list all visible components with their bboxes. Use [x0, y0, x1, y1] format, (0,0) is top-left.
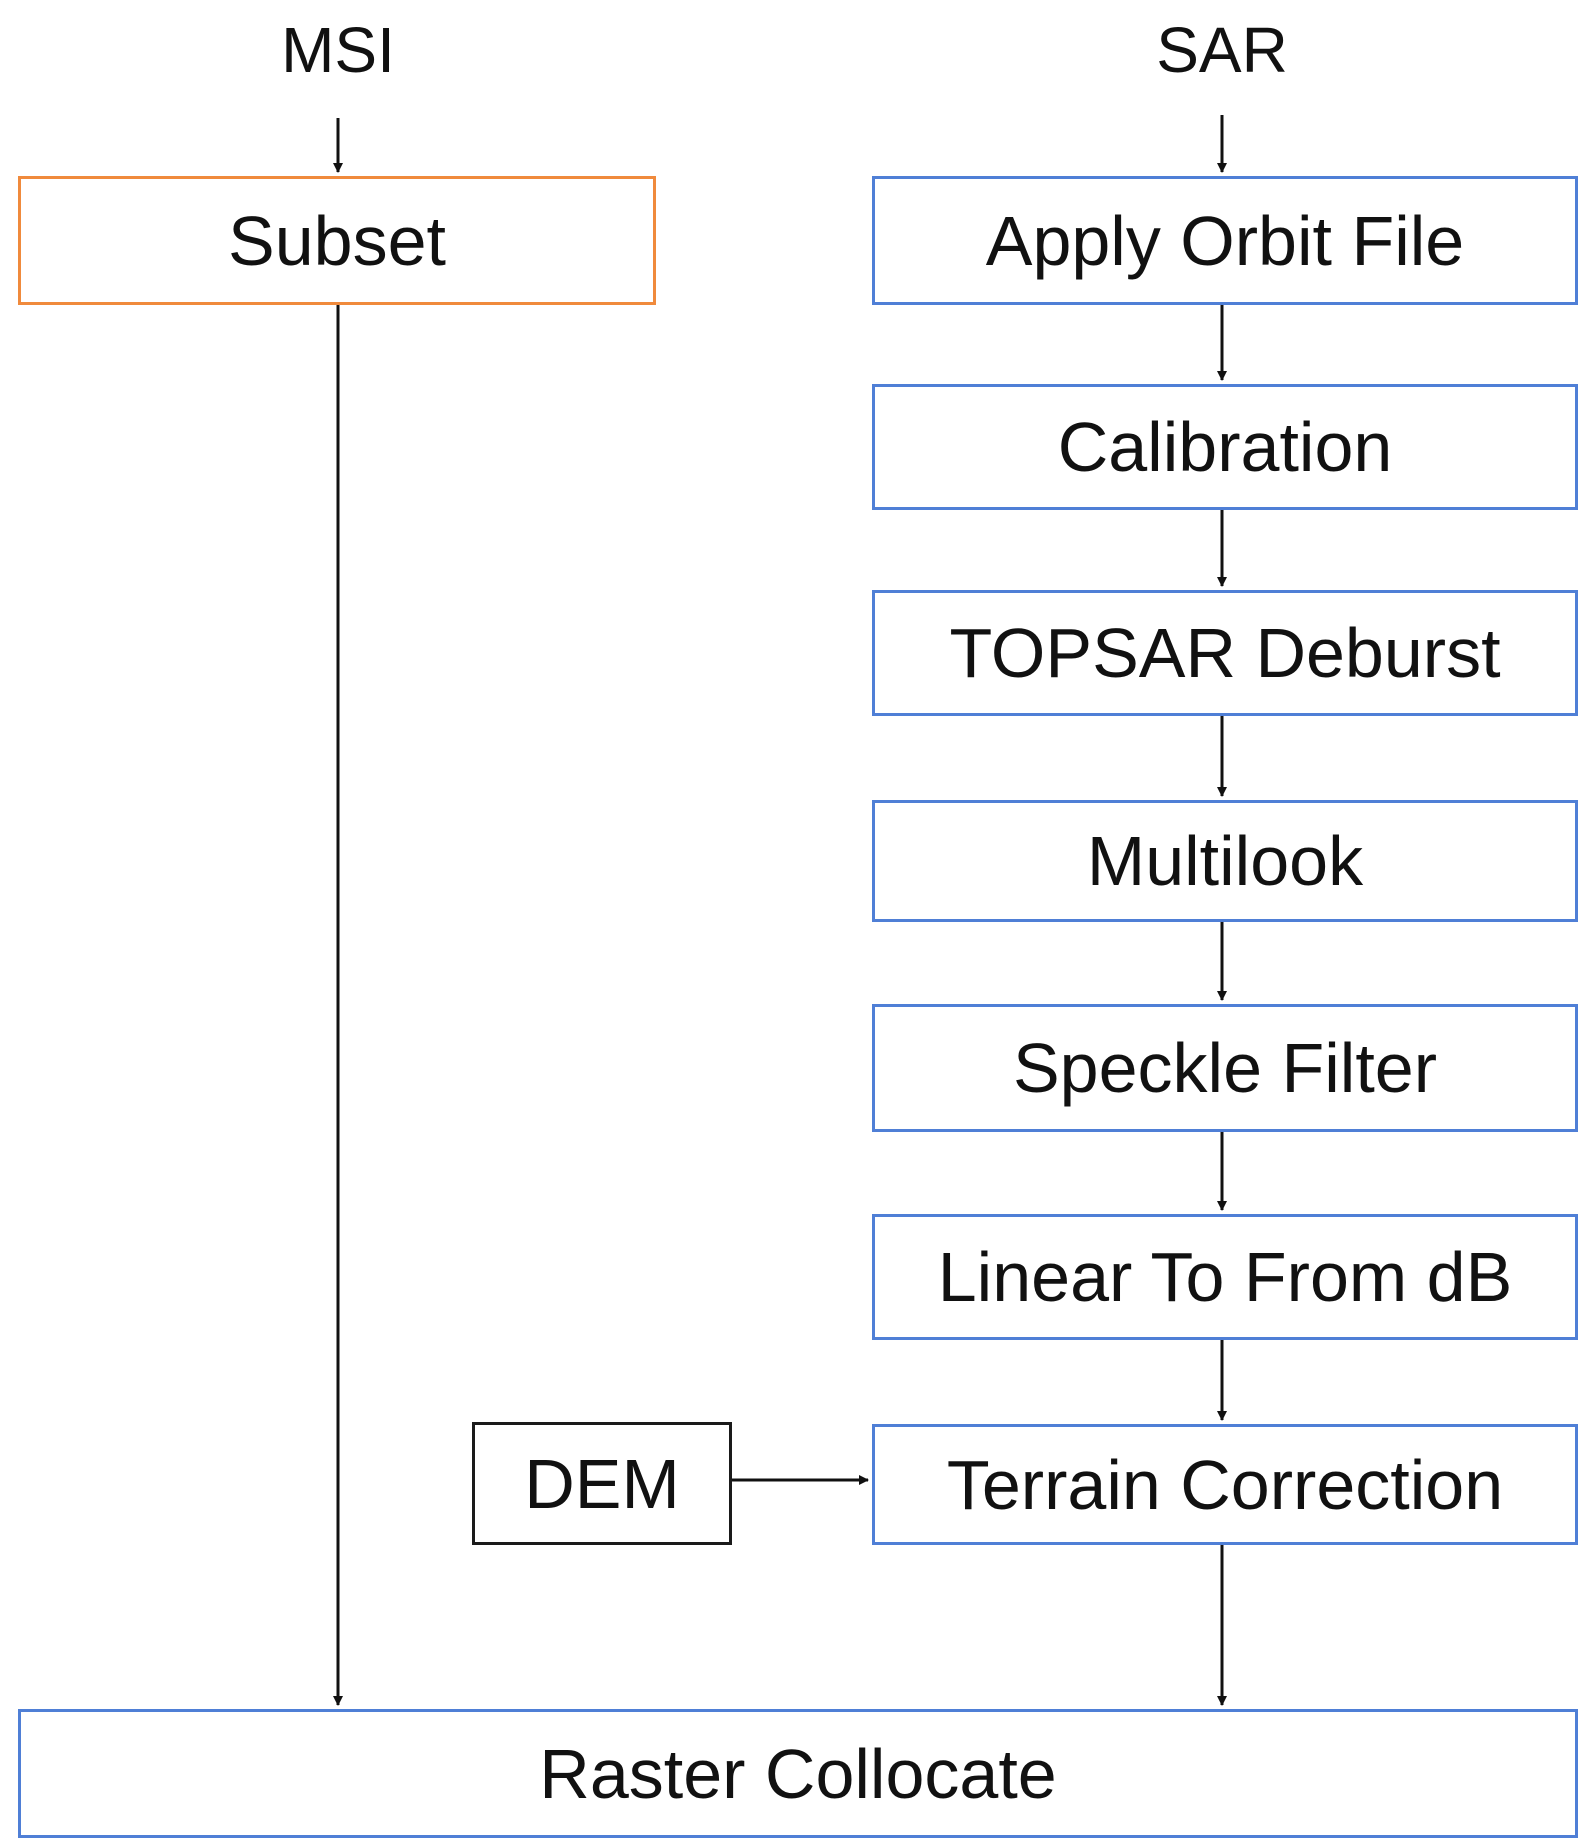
speckle-filter-label: Speckle Filter [1012, 1029, 1438, 1107]
speckle-filter-box: Speckle Filter [872, 1004, 1578, 1132]
dem-label: DEM [524, 1444, 680, 1523]
topsar-deburst-label: TOPSAR Deburst [949, 614, 1501, 692]
calibration-box: Calibration [872, 384, 1578, 510]
multilook-box: Multilook [872, 800, 1578, 922]
linear-to-from-db-label: Linear To From dB [937, 1238, 1513, 1316]
terrain-correction-box: Terrain Correction [872, 1424, 1578, 1545]
apply-orbit-file-label: Apply Orbit File [985, 201, 1465, 280]
multilook-label: Multilook [1086, 822, 1364, 900]
sar-header: SAR [1156, 14, 1288, 86]
subset-box: Subset [18, 176, 656, 305]
dem-box: DEM [472, 1422, 732, 1545]
calibration-label: Calibration [1057, 408, 1393, 486]
raster-collocate-label: Raster Collocate [539, 1734, 1057, 1813]
linear-to-from-db-box: Linear To From dB [872, 1214, 1578, 1340]
raster-collocate-box: Raster Collocate [18, 1709, 1578, 1838]
msi-header: MSI [281, 14, 395, 86]
terrain-correction-label: Terrain Correction [946, 1445, 1504, 1524]
topsar-deburst-box: TOPSAR Deburst [872, 590, 1578, 716]
apply-orbit-file-box: Apply Orbit File [872, 176, 1578, 305]
subset-label: Subset [228, 201, 446, 280]
